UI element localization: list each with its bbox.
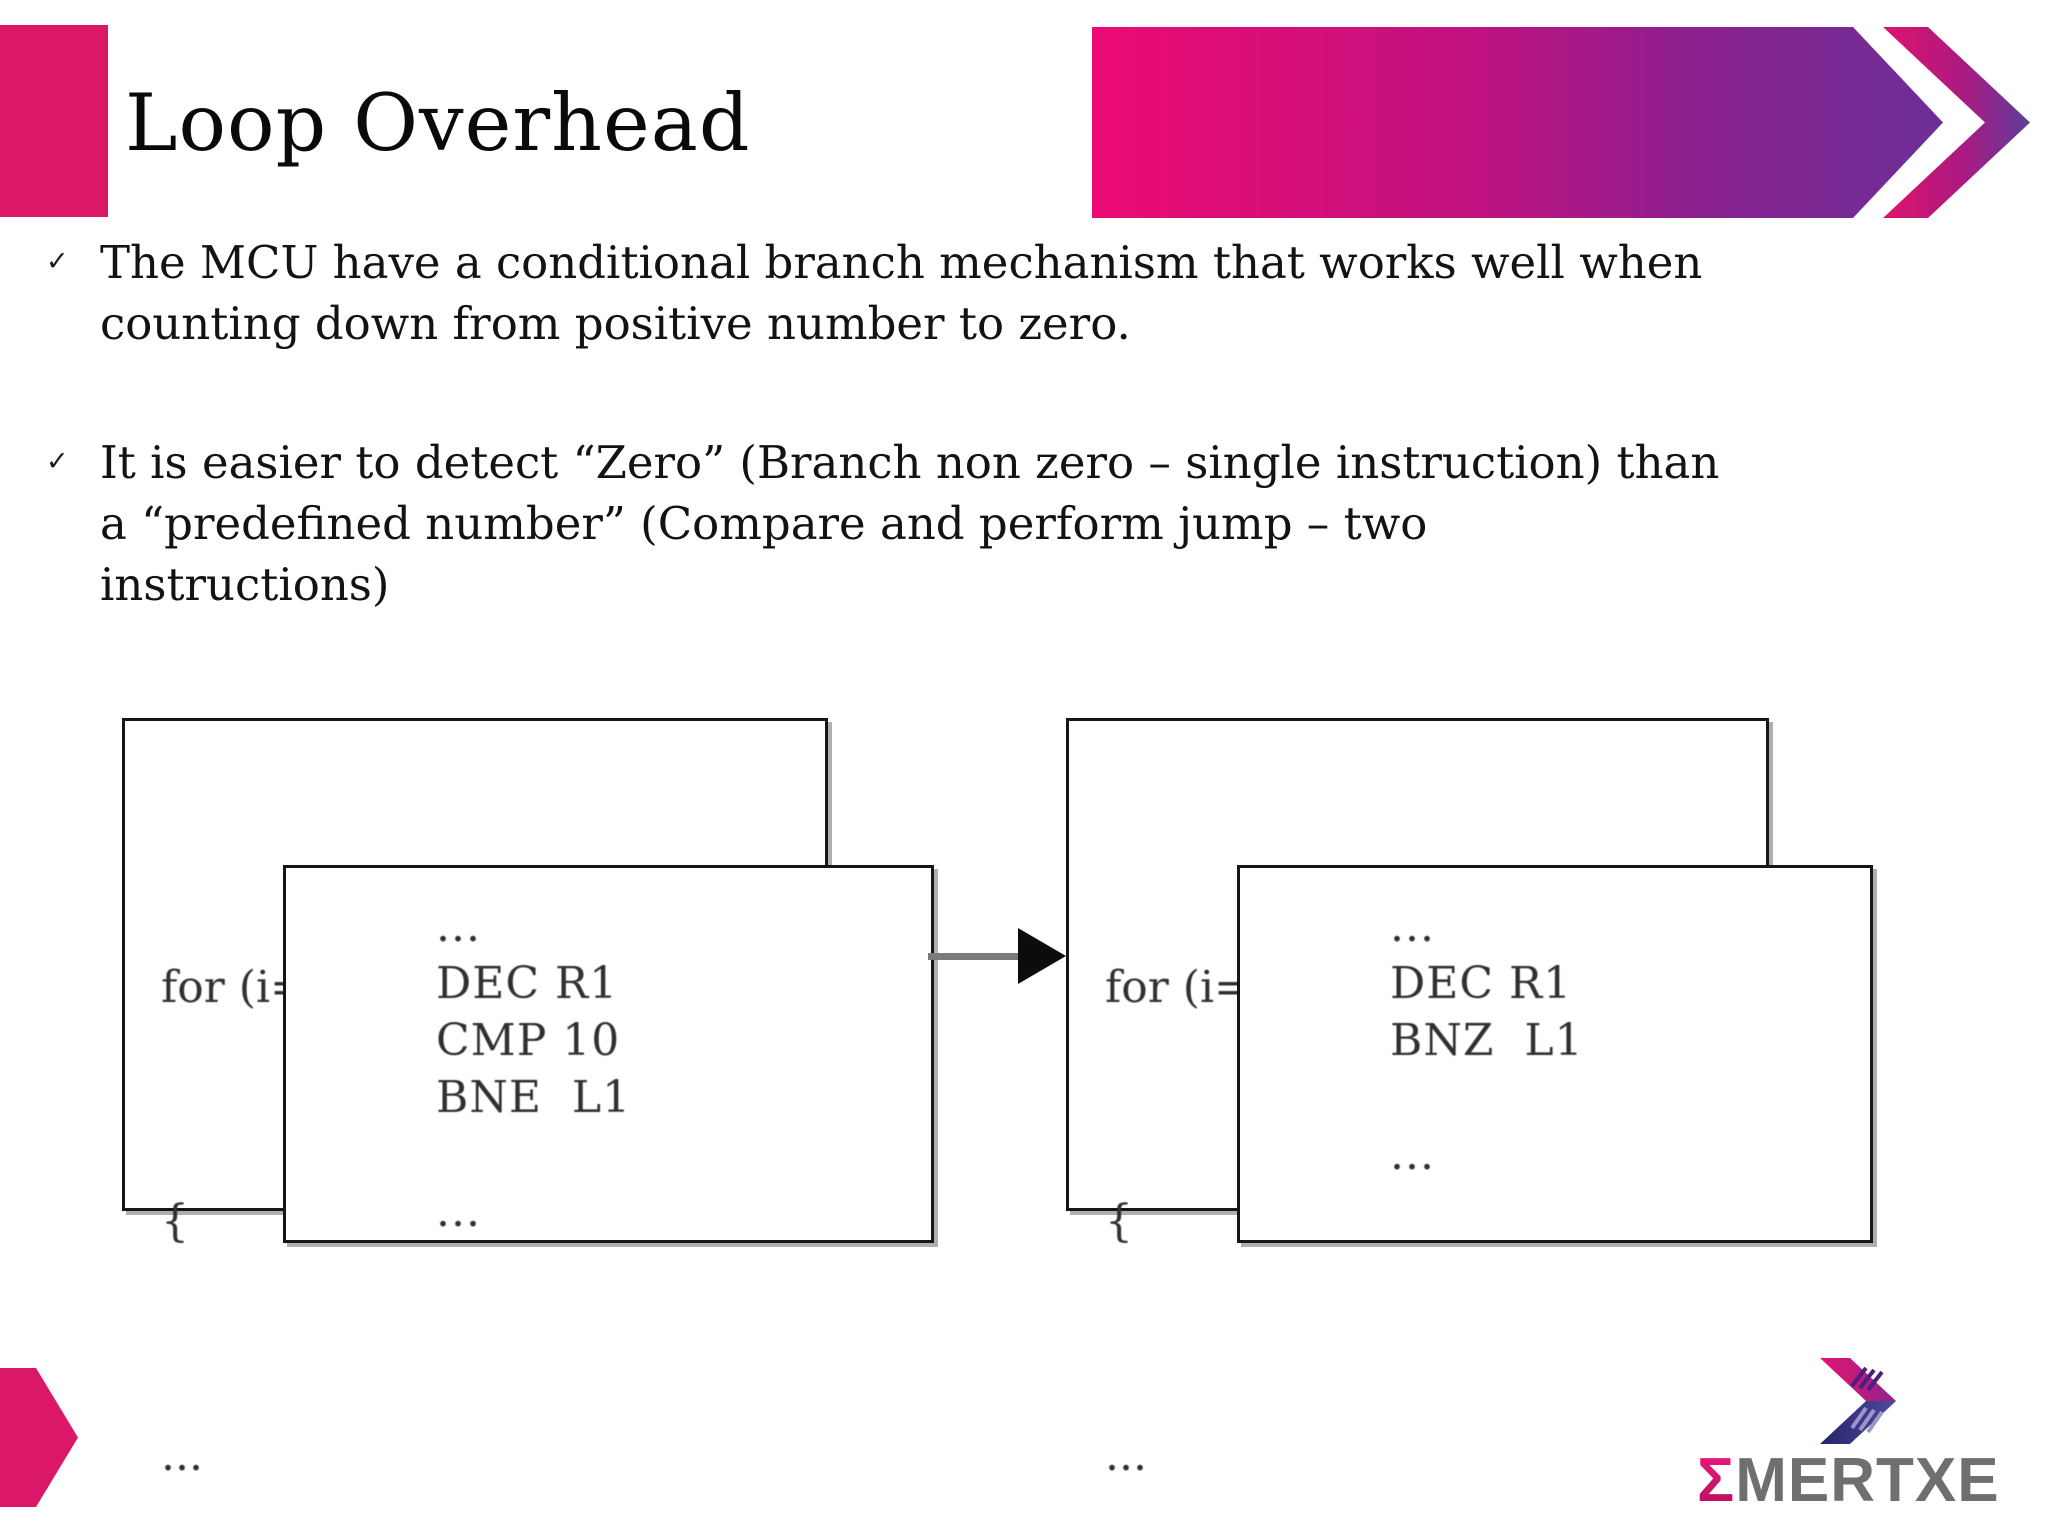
asm-line: BNZ L1 [1390,1015,1584,1066]
right-assembly-box: ... DEC R1 BNZ L1 ... [1237,865,1873,1243]
bullet-line: a “predefined number” (Compare and perfo… [100,497,1428,550]
bullet-line: instructions) [100,558,390,611]
emertxe-logo: ΣMERTXE [1697,1445,2000,1516]
emertxe-chevron-icon [1820,1358,1896,1444]
bullet-item-1: The MCU have a conditional branch mechan… [100,232,1702,354]
asm-line: ... [436,901,481,952]
logo-sigma: Σ [1697,1446,1736,1515]
asm-line: DEC R1 [436,958,619,1009]
code-line: ... [161,1430,203,1481]
asm-line: DEC R1 [1390,958,1573,1009]
transform-arrow-icon [1018,928,1066,984]
code-line: ... [1105,1430,1147,1481]
asm-line: ... [1390,1129,1435,1180]
footer-accent-arrow [0,1368,78,1507]
code-line: { [1105,1196,1133,1247]
header-accent-bar [1092,27,1943,218]
bullet-item-2: It is easier to detect “Zero” (Branch no… [100,432,1719,615]
code-line: { [161,1196,189,1247]
asm-line [436,1126,931,1183]
page-title: Loop Overhead [125,77,751,169]
assembly-block: ... DEC R1 CMP 10 BNE L1 ... [286,868,931,1240]
checkmark-bullet-icon: ✓ [46,446,69,477]
asm-line: ... [1390,901,1435,952]
asm-line: BNE L1 [436,1072,632,1123]
logo-text: MERTXE [1735,1446,2000,1515]
assembly-block: ... DEC R1 BNZ L1 ... [1240,868,1870,1183]
asm-line: CMP 10 [436,1015,621,1066]
asm-line [1390,1069,1870,1126]
bullet-line: It is easier to detect “Zero” (Branch no… [100,436,1720,489]
bullet-line: counting down from positive number to ze… [100,297,1131,350]
transform-arrow-shaft [928,953,1026,960]
corner-accent-square [0,25,108,217]
checkmark-bullet-icon: ✓ [46,246,69,277]
left-assembly-box: ... DEC R1 CMP 10 BNE L1 ... [283,865,934,1243]
asm-line: ... [436,1186,481,1237]
bullet-line: The MCU have a conditional branch mechan… [100,236,1703,289]
